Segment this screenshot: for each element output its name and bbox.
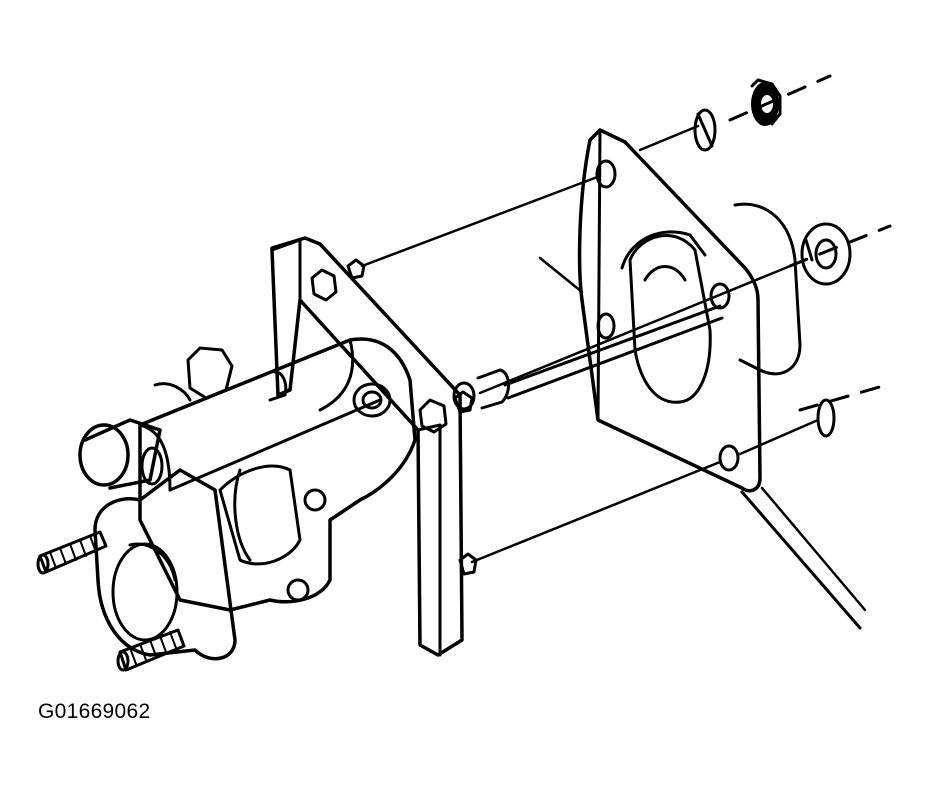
gasket	[620, 202, 802, 376]
washer-top	[693, 108, 717, 152]
washer-middle	[800, 222, 852, 286]
housing-top-nut	[153, 346, 234, 402]
mounting-stud-lower	[116, 628, 186, 672]
bracket-bolt-middle	[418, 390, 474, 434]
figure-id-label: G01669062	[38, 700, 151, 723]
bracket-bolt-top	[310, 258, 366, 302]
mounting-surface-line	[538, 256, 867, 630]
mounting-bracket	[270, 236, 464, 657]
mounting-plate	[577, 128, 762, 493]
stud-centerlines	[360, 74, 892, 564]
bracket-bolt-bottom	[458, 552, 478, 576]
port-flange	[78, 418, 237, 661]
mounting-stud-upper	[36, 530, 108, 575]
pushrod	[452, 304, 724, 411]
washer-bottom	[816, 398, 836, 438]
